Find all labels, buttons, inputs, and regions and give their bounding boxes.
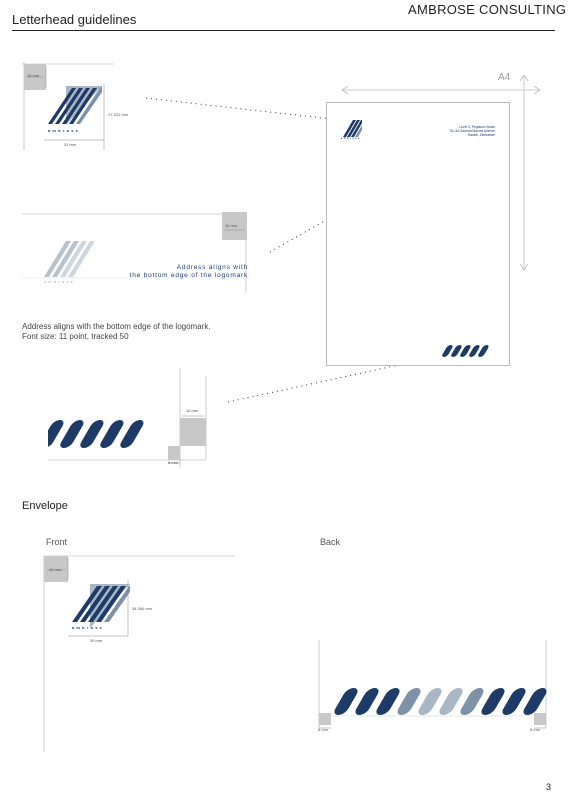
right-margin-label: 6 mm [530, 727, 540, 732]
logo-margin-detail-svg [22, 62, 114, 150]
wordmark: ambrose [72, 625, 105, 630]
brand-name: AMBROSE CONSULTING [408, 2, 567, 17]
stripe-set [40, 420, 144, 448]
height-label: 34.384 mm [132, 606, 153, 611]
margin-label: 16 mm [225, 223, 238, 228]
wordmark: ambrose [44, 279, 75, 284]
envelope-back-stripes [334, 688, 547, 715]
address-line: the bottom edge of the logomark [129, 272, 248, 279]
address-alignment-svg [22, 212, 250, 292]
width-label: 39 mm [90, 638, 103, 643]
address-sample: Address aligns with the bottom edge of t… [48, 264, 248, 280]
address-line: Harare, Zimbabwe [467, 133, 495, 137]
envelope-section-title: Envelope [22, 500, 68, 512]
address-line: Address aligns with [176, 264, 248, 271]
logomark [48, 86, 102, 125]
envelope-back-detail: 6 mm 6 mm [315, 640, 550, 740]
logo-margin-detail: 16 mm 27.331 mm 31 mm ambrose [22, 62, 137, 152]
margin-label: 16 mm [186, 408, 199, 413]
margin-box [180, 418, 206, 446]
note-line: Font size: 11 point, tracked 50 [22, 332, 129, 341]
letterhead-logomark [343, 120, 362, 137]
address-line: 52–54 Samora Machel Avenue [449, 129, 495, 133]
envelope-logomark [72, 584, 130, 628]
a4-letterhead-page: ambrose Level 3, Pegasus House 52–54 Sam… [326, 102, 510, 366]
margin-label: 16 mm [27, 73, 40, 78]
width-label: 31 mm [64, 142, 77, 147]
wordmark: ambrose [48, 128, 81, 133]
letterhead-wordmark: ambrose [341, 137, 361, 140]
logomark-faded [44, 241, 95, 277]
envelope-back-svg [318, 640, 547, 729]
margin-box [319, 713, 331, 725]
left-margin-label: 6 mm [318, 727, 328, 732]
letterhead-stripes [442, 345, 489, 357]
envelope-front-detail: 10 mm 34.384 mm 39 mm ambrose [42, 554, 237, 754]
header-rule [12, 30, 555, 31]
address-line: Level 3, Pegasus House [459, 125, 495, 129]
margin-label: 10 mm [49, 567, 62, 572]
stripe-detail-svg [40, 368, 207, 468]
letterhead-address: Level 3, Pegasus House 52–54 Samora Mach… [450, 125, 495, 137]
alignment-note: Address aligns with the bottom edge of t… [22, 322, 211, 342]
height-label: 27.331 mm [108, 112, 129, 117]
stripe-margin-detail: 16 mm 6 mm [40, 368, 213, 468]
envelope-back-label: Back [320, 537, 341, 547]
margin-box [534, 713, 546, 725]
page-title: Letterhead guidelines [12, 12, 137, 27]
margin-box [44, 556, 68, 582]
page-number: 3 [546, 782, 552, 792]
envelope-front-label: Front [46, 537, 68, 547]
margin-box [168, 446, 180, 460]
note-line: Address aligns with the bottom edge of t… [22, 322, 211, 331]
bottom-label: 6 mm [168, 460, 178, 465]
margin-box [222, 212, 247, 240]
address-alignment-detail: 16 mm ambrose Address aligns with the bo… [20, 212, 250, 292]
a4-label: A4 [498, 72, 511, 83]
envelope-front-svg [43, 555, 235, 752]
